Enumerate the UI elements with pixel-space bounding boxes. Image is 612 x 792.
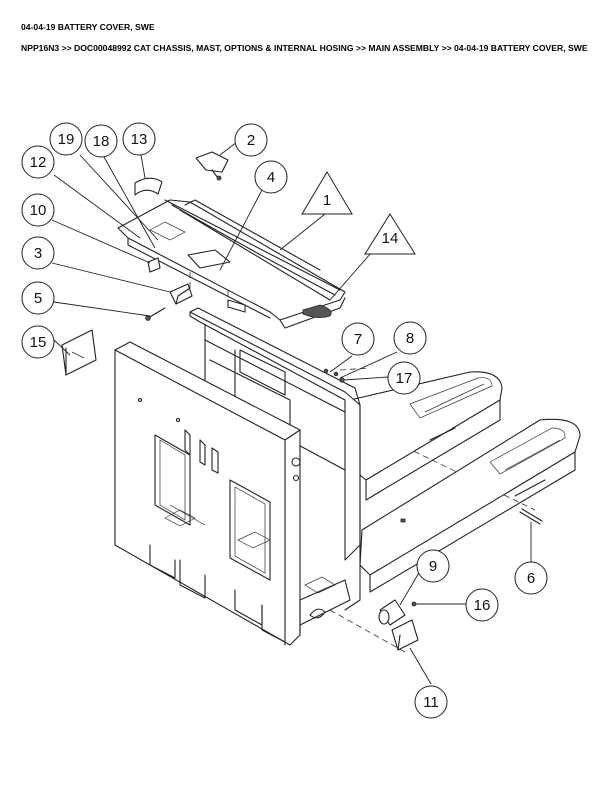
callout-3-label: 3 bbox=[34, 245, 42, 262]
part-16-screw bbox=[411, 601, 429, 607]
breadcrumb: NPP16N3 >> DOC00048992 CAT CHASSIS, MAST… bbox=[21, 43, 588, 53]
callout-13: 13 bbox=[122, 122, 156, 156]
part-10-knob bbox=[147, 257, 161, 273]
callout-11: 11 bbox=[414, 685, 448, 719]
callout-18: 18 bbox=[84, 124, 118, 158]
callout-14-label: 14 bbox=[382, 230, 399, 247]
fork-arms bbox=[349, 371, 581, 593]
part-11-bracket bbox=[391, 619, 419, 651]
callout-2: 2 bbox=[234, 123, 268, 157]
callout-9-label: 9 bbox=[429, 558, 437, 575]
callout-11-label: 11 bbox=[423, 694, 439, 711]
callout-19-label: 19 bbox=[58, 131, 75, 148]
callout-16: 16 bbox=[465, 588, 499, 622]
part-15-plate bbox=[61, 329, 97, 376]
callout-3: 3 bbox=[21, 236, 55, 270]
callout-16-label: 16 bbox=[474, 597, 491, 614]
callout-4: 4 bbox=[254, 160, 288, 194]
callout-1: 1 bbox=[301, 171, 353, 215]
part-6-pin bbox=[519, 508, 543, 525]
callout-7: 7 bbox=[341, 322, 375, 356]
callout-17-label: 17 bbox=[396, 370, 413, 387]
callout-9: 9 bbox=[416, 549, 450, 583]
part-5-screw bbox=[145, 307, 166, 321]
callout-8: 8 bbox=[393, 321, 427, 355]
callout-17: 17 bbox=[387, 361, 421, 395]
callout-2-label: 2 bbox=[247, 132, 255, 149]
callout-15-label: 15 bbox=[30, 334, 47, 351]
callout-19: 19 bbox=[49, 122, 83, 156]
callout-5: 5 bbox=[21, 281, 55, 315]
part-2-bracket bbox=[195, 151, 229, 181]
callout-8-label: 8 bbox=[406, 330, 414, 347]
part-7-8-17-fasteners bbox=[323, 368, 345, 383]
page-title: 04-04-19 BATTERY COVER, SWE bbox=[21, 22, 155, 32]
callout-5-label: 5 bbox=[34, 290, 42, 307]
callout-1-label: 1 bbox=[323, 192, 331, 209]
callout-6: 6 bbox=[514, 561, 548, 595]
part-3-latch bbox=[169, 283, 193, 305]
callout-10: 10 bbox=[21, 193, 55, 227]
callout-10-label: 10 bbox=[30, 202, 47, 219]
callout-12-label: 12 bbox=[30, 154, 47, 171]
callout-4-label: 4 bbox=[267, 169, 275, 186]
callout-7-label: 7 bbox=[354, 331, 362, 348]
leader-lines bbox=[51, 141, 532, 685]
callout-13-label: 13 bbox=[131, 131, 148, 148]
chassis-frame bbox=[114, 307, 361, 646]
battery-cover bbox=[117, 199, 346, 329]
callout-12: 12 bbox=[21, 145, 55, 179]
callout-18-label: 18 bbox=[93, 133, 110, 150]
callout-6-label: 6 bbox=[527, 570, 535, 587]
part-13-handle bbox=[134, 177, 163, 196]
part-9-roller bbox=[378, 599, 406, 626]
callout-14: 14 bbox=[364, 213, 416, 255]
callout-15: 15 bbox=[21, 325, 55, 359]
